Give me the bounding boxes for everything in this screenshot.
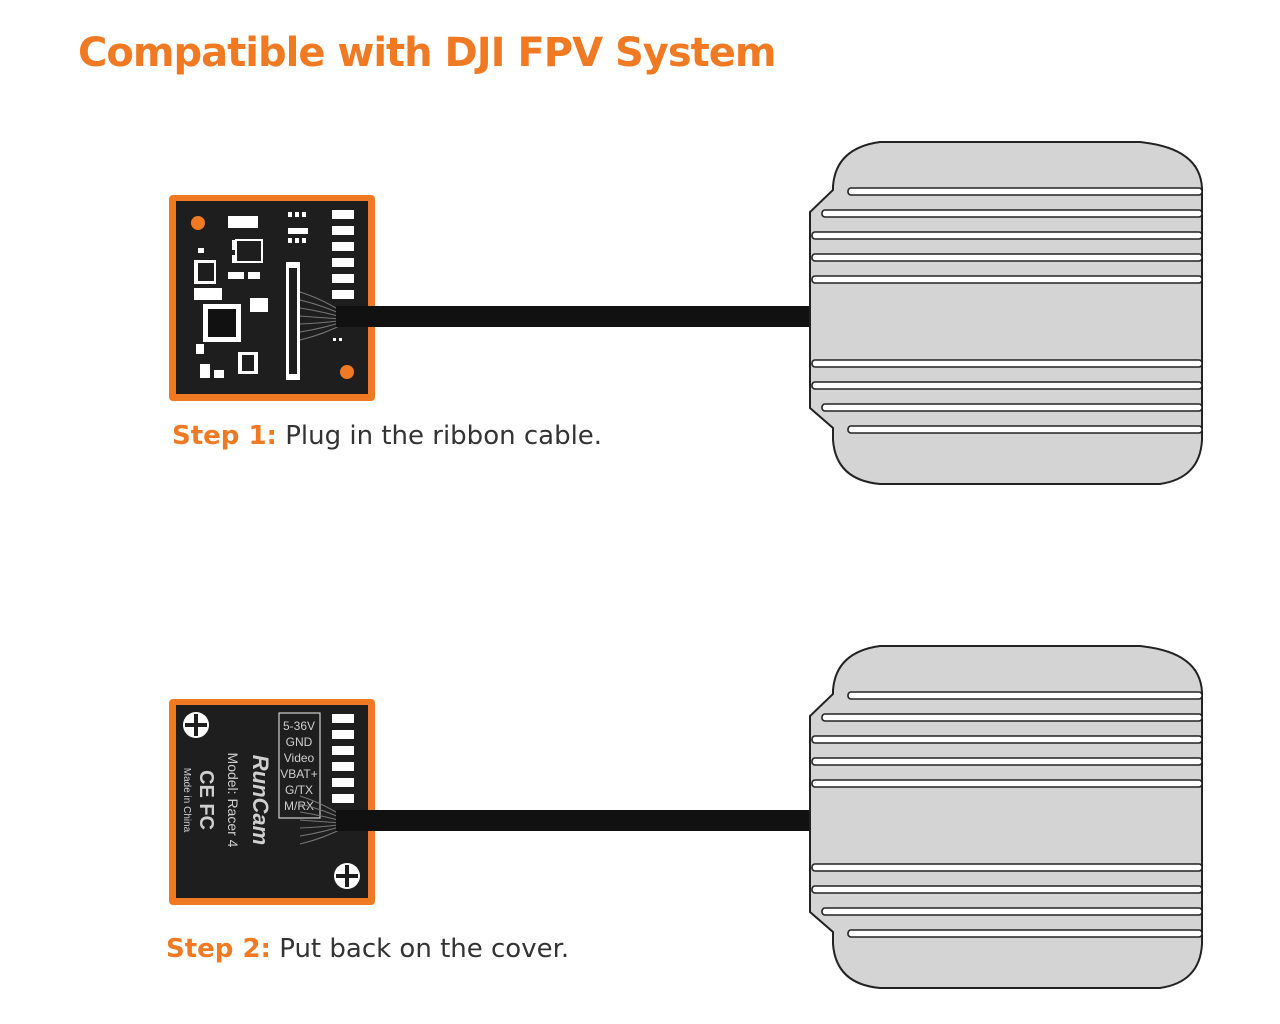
step-text: Put back on the cover.: [279, 934, 570, 964]
page-title: Compatible with DJI FPV System: [78, 30, 777, 76]
step-1-caption: Step 1: Plug in the ribbon cable.: [172, 421, 602, 451]
dji-air-unit: [809, 141, 1203, 485]
screw-icon: [334, 863, 360, 889]
camera-board-open: [169, 195, 375, 401]
brand-logo-text: RunCam: [248, 755, 273, 845]
step-2-caption: Step 2: Put back on the cover.: [166, 934, 569, 964]
pin-label: 5-36V: [283, 719, 315, 733]
origin-label: Made in China: [181, 768, 192, 833]
certification-marks: CE FC: [195, 770, 217, 830]
dji-air-unit: [809, 645, 1203, 989]
step-text: Plug in the ribbon cable.: [285, 421, 603, 451]
camera-board-covered: 5-36V GND Video VBAT+ G/TX M/RX RunCam M…: [169, 699, 375, 905]
step-label: Step 2:: [166, 934, 271, 964]
ribbon-cable: [336, 306, 814, 327]
pin-label: M/RX: [284, 799, 314, 813]
pin-label: G/TX: [285, 783, 313, 797]
model-label: Model: Racer 4: [225, 753, 241, 848]
screw-icon: [183, 712, 209, 738]
pin-label: VBAT+: [280, 767, 317, 781]
pin-label: GND: [286, 735, 313, 749]
ribbon-cable: [336, 810, 814, 831]
pin-label: Video: [284, 751, 315, 765]
step-label: Step 1:: [172, 421, 277, 451]
